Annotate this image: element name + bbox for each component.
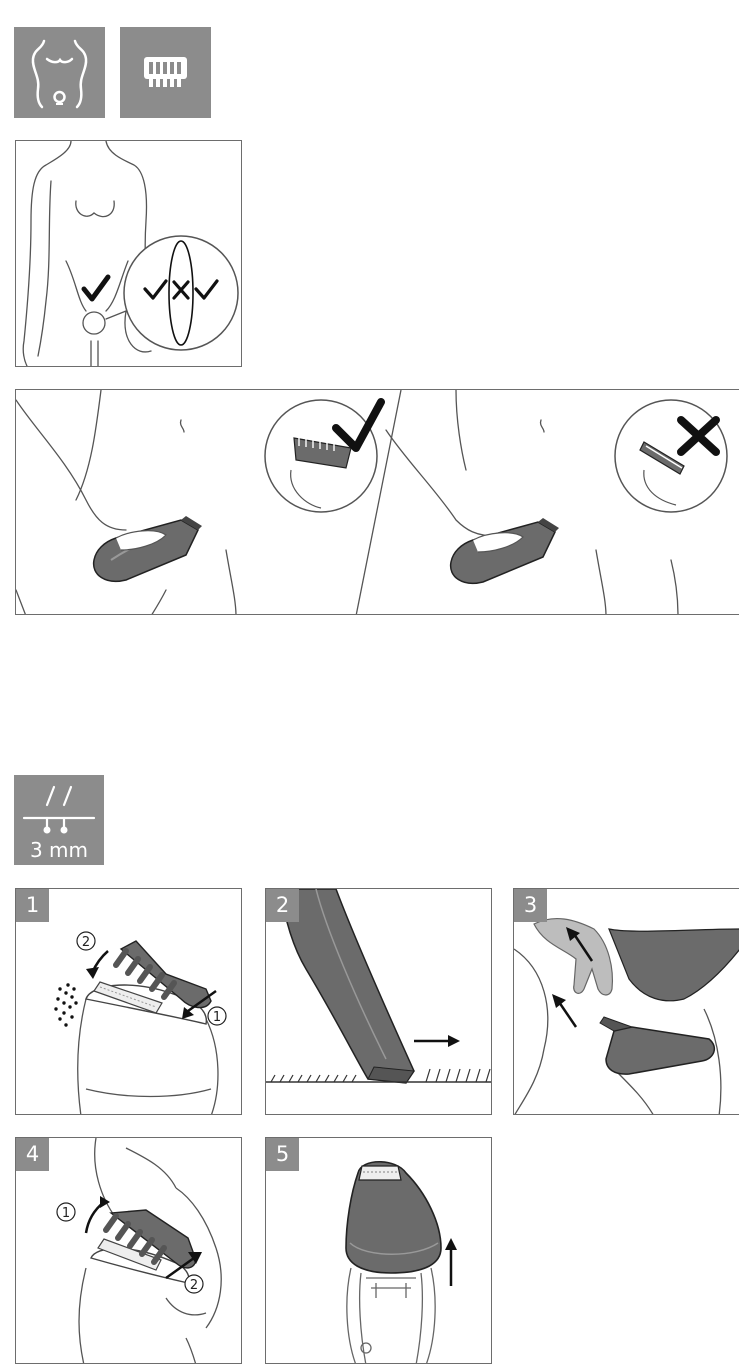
step-3-panel: 3 [513,888,739,1115]
correct-incorrect-usage-illustration [15,389,739,615]
bikini-area-illustration [15,140,242,367]
step-2-panel: 2 [265,888,492,1115]
step-number: 5 [266,1138,299,1171]
step-4-marker-a: 1 [62,1206,70,1221]
step-1-marker-b: 1 [213,1010,221,1025]
step-1-panel: 2 1 1 [15,888,242,1115]
step-1-marker-a: 2 [82,935,90,950]
step-number: 2 [266,889,299,922]
hair-length-icon: 3 mm [14,775,104,865]
bikini-area-body-icon [14,27,105,118]
trimming-comb-icon [120,27,211,118]
step-number: 4 [16,1138,49,1171]
step-5-panel: 5 [265,1137,492,1364]
step-4-marker-b: 2 [190,1278,198,1293]
length-setting-label: 3 mm [14,838,104,862]
step-4-panel: 1 2 4 [15,1137,242,1364]
step-number: 1 [16,889,49,922]
step-number: 3 [514,889,547,922]
